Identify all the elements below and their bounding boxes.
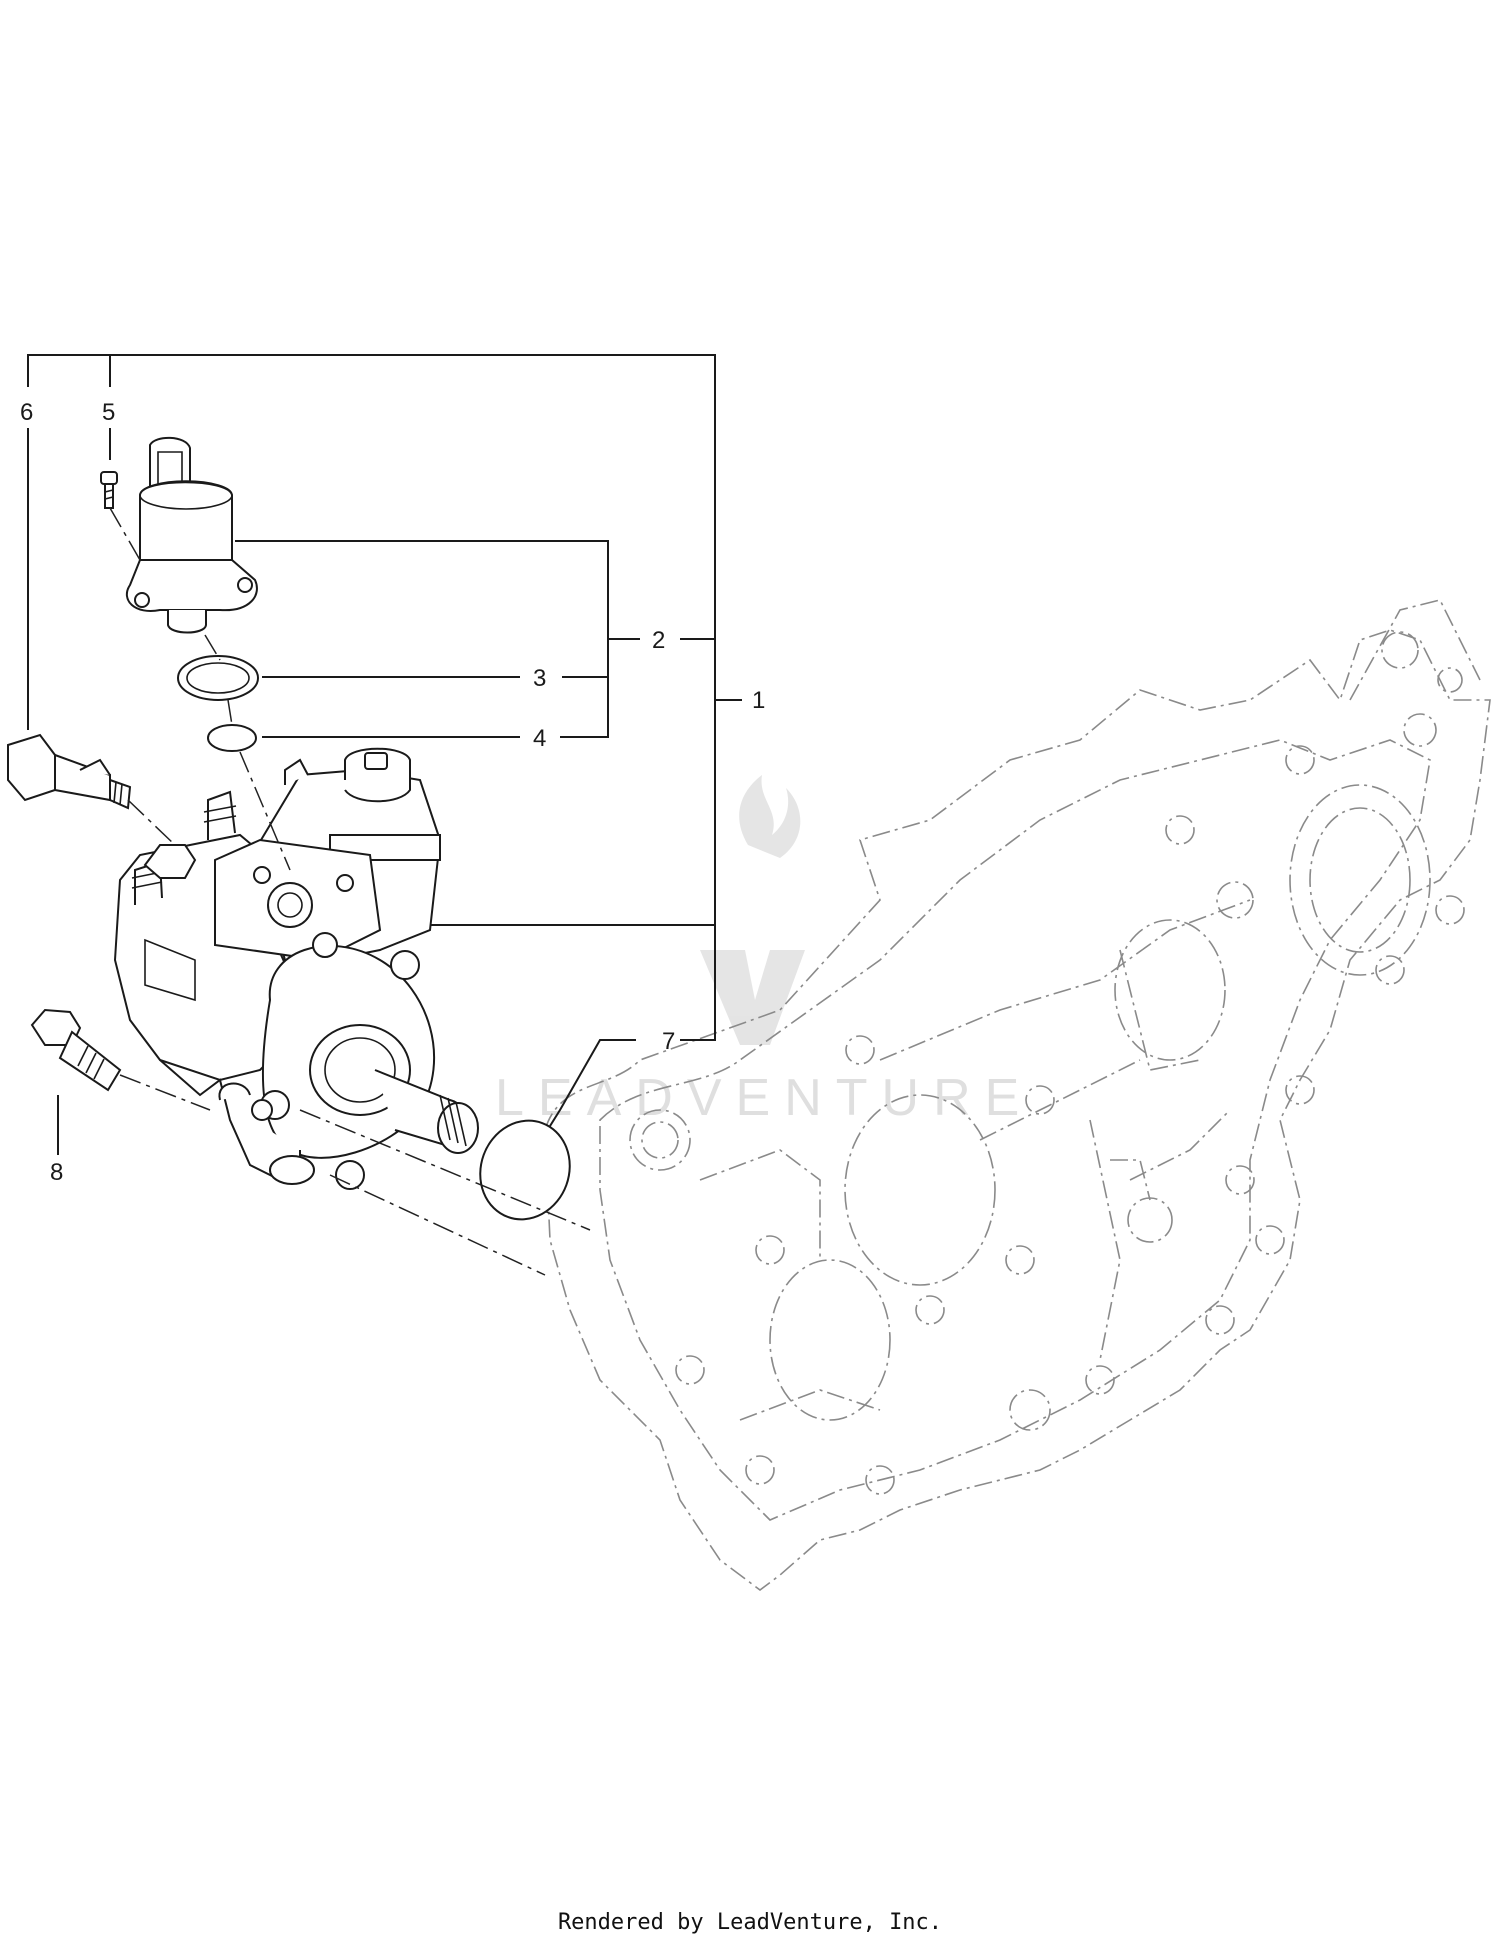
callout-5: 5 bbox=[102, 399, 115, 426]
footer-credit: Rendered by LeadVenture, Inc. bbox=[557, 1910, 943, 1935]
part-1-fuel-pump bbox=[113, 747, 479, 1190]
inlet-fitting bbox=[203, 758, 309, 840]
part-2-regulator-valve bbox=[125, 436, 258, 634]
callout-6: 6 bbox=[20, 399, 33, 426]
callout-2: 2 bbox=[652, 627, 665, 654]
part-8-bolt bbox=[30, 1008, 122, 1092]
callout-labels: 1 2 3 4 5 6 7 8 bbox=[20, 399, 765, 1186]
callout-3: 3 bbox=[533, 665, 546, 692]
part-7-o-ring bbox=[479, 1119, 571, 1221]
part-4-o-ring bbox=[207, 724, 257, 752]
part-5-screw bbox=[100, 471, 118, 509]
part-3-seal-ring bbox=[177, 655, 259, 701]
leadventure-logo-icon bbox=[700, 775, 805, 1045]
watermark-text: LEADVENTURE bbox=[495, 1069, 1033, 1127]
callout-8: 8 bbox=[50, 1159, 63, 1186]
watermark: LEADVENTURE bbox=[495, 775, 1033, 1127]
callout-4: 4 bbox=[533, 725, 546, 752]
timing-cover-outline bbox=[544, 599, 1491, 1591]
assembly-lines bbox=[109, 507, 591, 1276]
callout-leaders bbox=[27, 354, 742, 1155]
callout-1: 1 bbox=[752, 687, 765, 714]
part-6-sensor bbox=[7, 733, 132, 810]
callout-7: 7 bbox=[662, 1028, 675, 1055]
